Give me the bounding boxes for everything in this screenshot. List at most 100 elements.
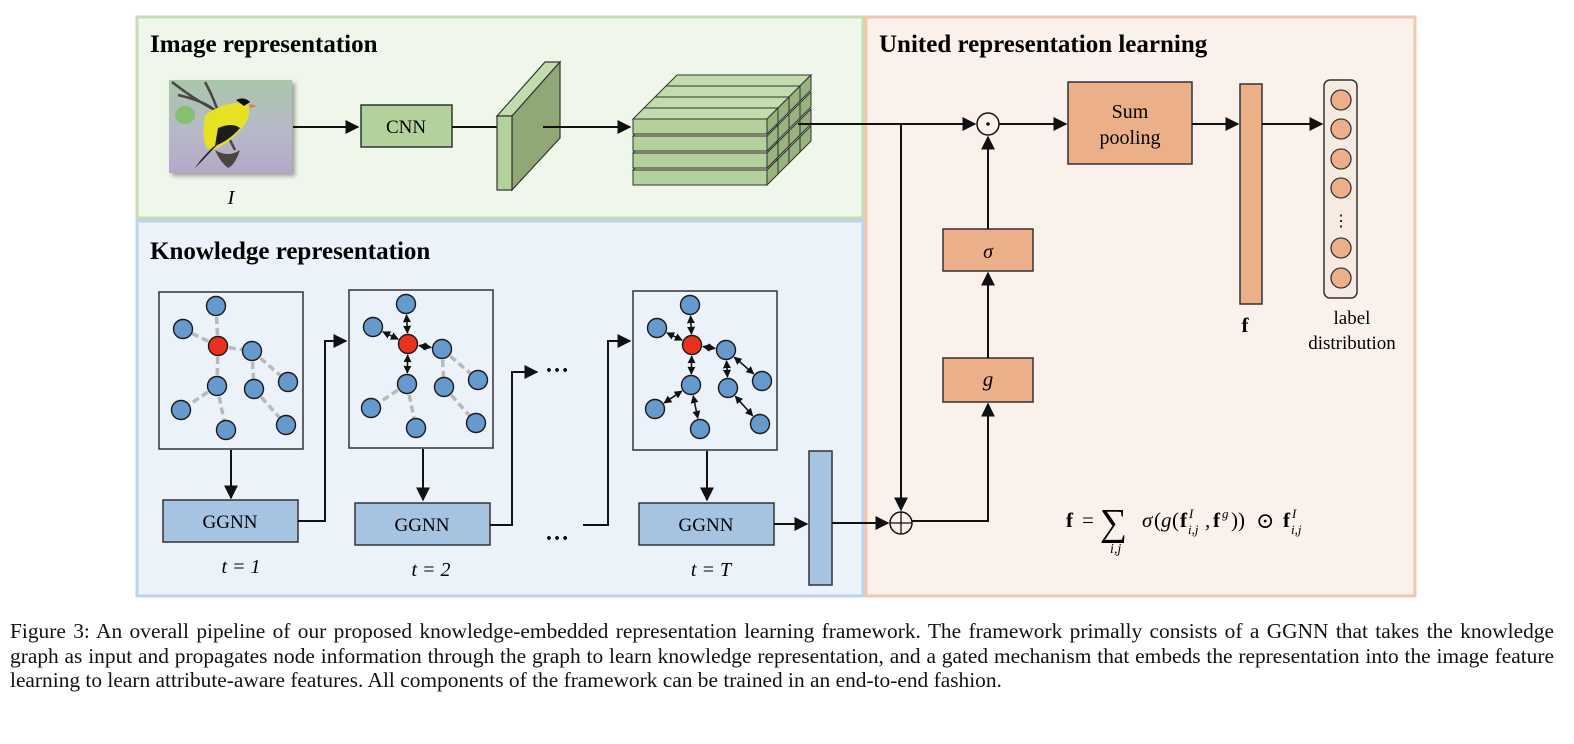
input-image-label: I (227, 187, 236, 209)
ggnn-label-1: GGNN (203, 512, 258, 533)
graph-node (405, 417, 427, 439)
image-panel-title: Image representation (150, 31, 378, 58)
graph-edge-propagation (690, 394, 701, 420)
cnn-box (360, 104, 453, 148)
figure-caption: Figure 3: An overall pipeline of our pro… (10, 619, 1554, 693)
graph-node (431, 338, 453, 360)
ggnn-box-1 (162, 499, 299, 543)
g-box (942, 357, 1034, 403)
sum-pooling-label-line1: Sum (1112, 101, 1149, 123)
graph-edge-propagation (382, 331, 399, 340)
graph-node (433, 376, 455, 398)
cnn-label: CNN (386, 117, 426, 138)
svg-text:⊙: ⊙ (1256, 508, 1274, 533)
graph-node (715, 339, 737, 361)
graph-node (360, 397, 382, 419)
graph-edge-propagation (418, 342, 432, 351)
graph-edge (442, 385, 478, 425)
feature-vector-f-label: f (1242, 313, 1250, 337)
graph-node (205, 295, 227, 317)
graph-edge-propagation (702, 343, 716, 352)
pipeline-diagram: Image representation Knowledge represent… (135, 15, 1417, 598)
arrow-ggnn1-to-graph2 (298, 334, 348, 522)
graph-node (241, 340, 263, 362)
graph-node (243, 378, 265, 400)
svg-text:f: f (1283, 508, 1291, 532)
arrow-sum-to-g (912, 402, 995, 522)
graph-node (717, 377, 739, 399)
graph-node (680, 374, 702, 396)
feature-vector-f (1239, 83, 1263, 305)
addition-operator (889, 511, 913, 535)
graph-node (277, 371, 299, 393)
ellipsis-top: … (545, 352, 569, 378)
output-label-line1: label (1334, 308, 1371, 329)
sigma-label: σ (983, 241, 994, 263)
sum-pooling-label-line2: pooling (1099, 127, 1160, 149)
graph-node (275, 414, 297, 436)
time-label-2: t = 2 (411, 559, 450, 581)
graph-edge-propagation (686, 315, 696, 335)
svg-text:i,j: i,j (1188, 522, 1199, 537)
sum-pooling-box (1067, 81, 1193, 165)
svg-text:,: , (1205, 508, 1210, 532)
ggnn-step-1: GGNN t = 1 (162, 334, 348, 578)
svg-text:I: I (1291, 506, 1297, 521)
graph-edge-propagation (402, 314, 412, 334)
g-label: g (983, 367, 994, 391)
svg-text:(: ( (1154, 508, 1161, 532)
graph-node (679, 294, 701, 316)
knowledge-panel-title: Knowledge representation (150, 238, 430, 265)
graph-node (467, 369, 489, 391)
time-label-1: t = 1 (221, 556, 260, 578)
graph-edge-propagation (666, 332, 683, 341)
knowledge-graph-1 (158, 291, 304, 450)
input-bird-image (169, 80, 292, 173)
graph-node (396, 373, 418, 395)
svg-text:i,j: i,j (1110, 542, 1121, 557)
graph-node (749, 413, 771, 435)
ggnn-label-T: GGNN (679, 515, 734, 536)
output-node (1330, 177, 1352, 199)
svg-text:∑: ∑ (1100, 502, 1127, 544)
svg-text:g: g (1161, 508, 1172, 532)
svg-text:)): )) (1231, 508, 1245, 532)
graph-node (646, 317, 668, 339)
graph-edge-propagation (734, 395, 754, 417)
graph-node (751, 370, 773, 392)
graph-node (362, 316, 384, 338)
svg-text:I: I (1188, 506, 1194, 521)
time-label-T: t = T (691, 559, 733, 581)
graph-node (465, 412, 487, 434)
knowledge-graphs (158, 289, 778, 451)
ggnn-box-2 (354, 502, 491, 546)
graph-node (689, 418, 711, 440)
output-node (1330, 118, 1352, 140)
graph-center-node (681, 334, 703, 356)
output-node (1330, 267, 1352, 289)
svg-text:f: f (1213, 508, 1221, 532)
arrow-ggnn2-to-ellipsis (490, 365, 539, 526)
graph-node (206, 375, 228, 397)
united-panel-title: United representation learning (879, 31, 1208, 58)
output-node (1330, 237, 1352, 259)
graph-node (644, 398, 666, 420)
feature-map-bar (631, 106, 780, 136)
svg-text:f: f (1066, 508, 1074, 532)
svg-text:=: = (1082, 508, 1094, 532)
graph-node (170, 399, 192, 421)
svg-text:f: f (1180, 508, 1188, 532)
output-label-line2: distribution (1308, 333, 1396, 354)
ggnn-step-T: GGNN t = T (638, 451, 809, 581)
graph-node (172, 318, 194, 340)
svg-text:σ: σ (1142, 508, 1154, 532)
arrow-ellipsis-to-graphT (583, 334, 632, 526)
output-node (1330, 148, 1352, 170)
graph-node (395, 293, 417, 315)
graph-edge-propagation (722, 360, 732, 378)
knowledge-graph-3 (632, 290, 778, 451)
cnn-feature-slab (495, 60, 562, 192)
ggnn-label-2: GGNN (395, 515, 450, 536)
ggnn-step-2: GGNN t = 2 (354, 365, 539, 581)
label-distribution-nodes (1330, 89, 1352, 289)
